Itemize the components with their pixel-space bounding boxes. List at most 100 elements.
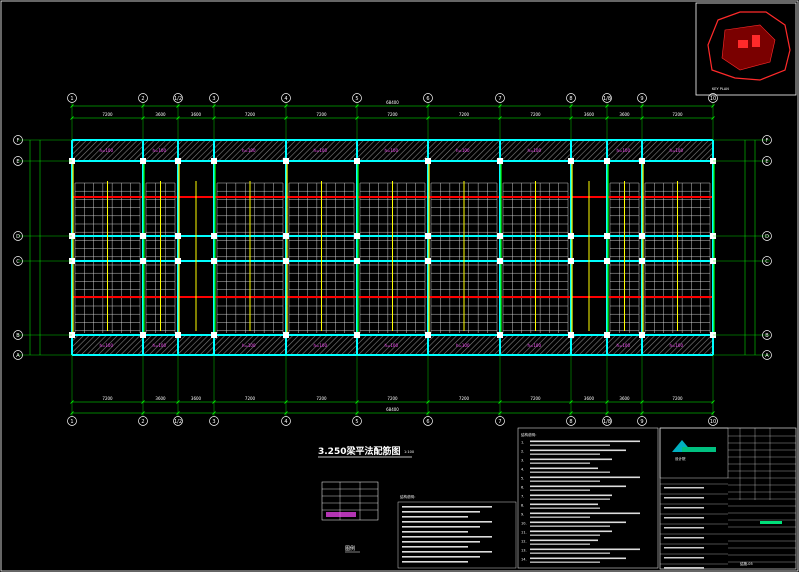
note-line [530,440,640,443]
row-bubble-right [762,135,772,145]
axis-bubble-top [708,93,718,103]
column [140,258,146,264]
axis-label-bottom: 9 [640,419,643,425]
dim-tick [212,104,216,108]
note-line [402,506,492,508]
slab-tag: h=100 [100,343,114,348]
column [354,233,360,239]
slab-tag: h=100 [670,343,684,348]
hatch-band-bottom [72,335,713,355]
tb-text [664,487,704,489]
dim-tick [70,104,74,108]
note-item-number: 6. [521,486,524,490]
row-bubble-left [13,156,23,166]
column [425,332,431,338]
column [175,332,181,338]
note-line [402,516,468,518]
dim-tick [711,116,715,120]
note-item-number: 12. [521,540,527,544]
notes-right-heading: 结构说明： [521,432,539,437]
total-dimension-bottom: 68400 [386,407,399,412]
bay-dimension-bottom: 3600 [584,396,595,401]
dim-tick [711,411,715,415]
note-item-number: 13. [521,549,527,553]
note-item-number: 2. [521,450,524,454]
dim-tick [426,400,430,404]
bay-dimension-top: 7200 [387,112,398,117]
axis-bubble-top [352,93,362,103]
column [604,233,610,239]
bay-dimension-top: 3600 [584,112,595,117]
axis-label-bottom: 10 [710,419,716,425]
axis-label-top: 4 [284,96,287,102]
row-bubble-right [762,350,772,360]
bay-dimension-bottom: 7200 [245,396,256,401]
bay-dimension-top: 7200 [245,112,256,117]
note-line [530,534,600,536]
note-line [402,561,468,563]
bay-dimension-top: 7200 [530,112,541,117]
legend-table: 图例 [321,481,379,553]
tb-text [664,547,704,549]
dim-tick [355,400,359,404]
column [425,158,431,164]
dim-tick [176,116,180,120]
row-label-left: B [16,333,20,339]
axis-label-bottom: 1/8 [603,419,611,425]
note-line [530,539,598,542]
column [211,332,217,338]
axis-label-bottom: 8 [569,419,572,425]
row-label-right: E [765,159,768,165]
row-bubble-left [13,135,23,145]
slab-tag: h=100 [242,148,256,153]
column [211,258,217,264]
axis-label-top: 10 [710,96,716,102]
note-line [530,552,610,554]
bay-dimension-top: 7200 [316,112,327,117]
note-line [530,449,626,452]
axis-label-bottom: 2 [141,419,144,425]
note-line [530,489,590,491]
row-label-right: C [765,259,769,265]
dim-tick [640,116,644,120]
note-line [530,548,640,551]
slab-tag: h=100 [617,343,631,348]
tb-text [664,567,704,569]
row-label-right: A [765,353,769,359]
note-line [402,556,480,558]
slab-tag: h=100 [314,148,328,153]
dim-tick [640,411,644,415]
dim-tick [284,116,288,120]
row-bubble-left [13,330,23,340]
bay-dimension-bottom: 7200 [459,396,470,401]
column [140,332,146,338]
column [354,332,360,338]
bay-dimension-bottom: 3600 [619,396,630,401]
dim-tick [711,104,715,108]
note-item-number: 4. [521,468,524,472]
dim-tick [605,400,609,404]
column [604,258,610,264]
slab-tag: h=100 [617,148,631,153]
row-bubble-right [762,231,772,241]
note-line [530,485,626,488]
row-bubble-left [13,231,23,241]
note-line [402,511,480,513]
note-line [530,498,610,500]
column [497,158,503,164]
column [568,332,574,338]
note-line [402,546,468,548]
column [354,158,360,164]
axis-bubble-bottom [352,416,362,426]
column [175,258,181,264]
dim-tick [426,116,430,120]
drawing-number: 结施-05 [740,561,753,566]
dim-tick [711,400,715,404]
note-item-number: 1. [521,441,524,445]
axis-bubble-bottom [495,416,505,426]
axis-bubble-top [566,93,576,103]
note-line [530,521,626,524]
column [425,258,431,264]
bay-dimension-top: 7200 [672,112,683,117]
